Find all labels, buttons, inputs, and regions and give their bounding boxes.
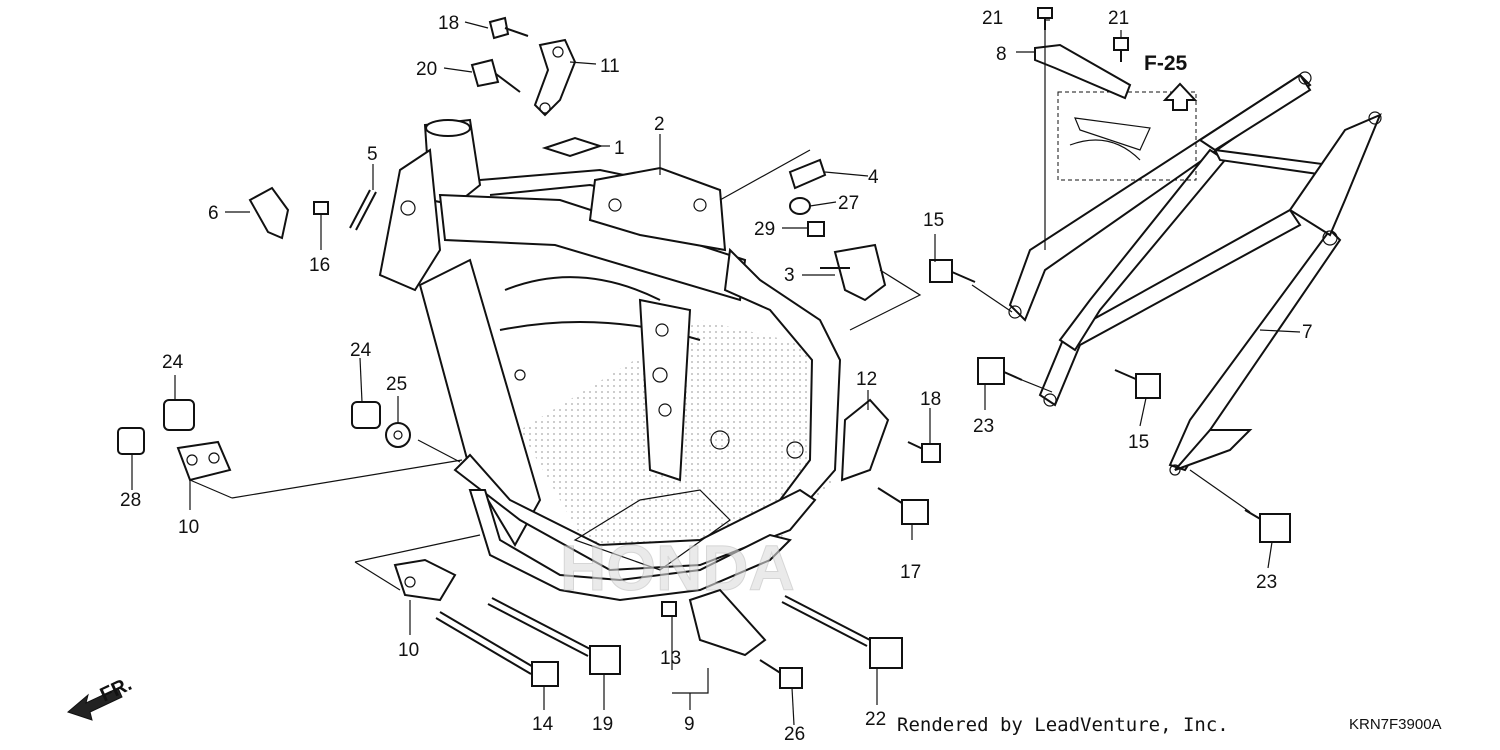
callout-14: 14 <box>532 714 554 735</box>
bolt-19 <box>487 597 621 675</box>
nut-24-center <box>351 401 381 429</box>
part-1-label-plate <box>541 136 604 158</box>
callout-10-left: 10 <box>178 517 199 538</box>
part-27-grommet <box>789 197 811 215</box>
bolt-15-right <box>1114 369 1161 399</box>
part-29-nut <box>807 221 825 237</box>
callout-6: 6 <box>208 203 219 224</box>
callout-13: 13 <box>660 648 681 669</box>
bolt-21-right <box>1113 37 1129 62</box>
front-direction-arrow: FR. <box>67 673 135 721</box>
bolt-23-right <box>1244 509 1291 543</box>
callout-4: 4 <box>868 167 879 188</box>
callout-16: 16 <box>309 255 330 276</box>
callout-19: 19 <box>592 714 613 735</box>
callout-5: 5 <box>367 144 378 165</box>
callout-27: 27 <box>838 193 859 214</box>
bolt-23-left <box>977 357 1023 385</box>
bolt-18-top <box>488 16 529 40</box>
bolt-26 <box>759 659 803 689</box>
bolt-21-left <box>1037 7 1053 30</box>
callout-3: 3 <box>784 265 795 286</box>
callout-12: 12 <box>856 369 877 390</box>
callout-11: 11 <box>600 56 620 77</box>
callout-1: 1 <box>614 138 625 159</box>
callout-24-left: 24 <box>162 352 184 373</box>
main-frame: HONDA <box>378 118 842 605</box>
callout-18-top: 18 <box>438 13 459 34</box>
part-12-plate <box>840 398 890 482</box>
washer-25 <box>385 422 411 448</box>
left-mount-bracket-10 <box>176 440 232 482</box>
part-8-clamp <box>1034 43 1132 100</box>
callout-numbers: 18 20 11 1 2 5 6 16 4 27 29 3 12 18 17 2… <box>120 8 1313 745</box>
callout-23-right: 23 <box>1256 572 1277 593</box>
reference-f25: F-25 <box>1144 52 1188 75</box>
callout-26: 26 <box>784 724 805 745</box>
part-11-bracket <box>533 38 577 117</box>
part-3-bracket <box>820 243 887 302</box>
part-10-lower-bracket <box>393 558 457 602</box>
callout-15-left: 15 <box>923 210 944 231</box>
part-6-bracket <box>248 186 290 240</box>
nut-24-left <box>163 399 195 431</box>
render-credit: Rendered by LeadVenture, Inc. <box>897 714 1229 736</box>
svg-text:HONDA: HONDA <box>560 532 795 604</box>
part-16-nut <box>313 201 329 215</box>
leader-lines <box>131 19 1301 726</box>
f25-inset <box>1057 82 1198 181</box>
callout-7: 7 <box>1302 322 1313 343</box>
diagram-code: KRN7F3900A <box>1349 716 1442 733</box>
callout-17: 17 <box>900 562 921 583</box>
callout-21-left: 21 <box>982 8 1003 29</box>
callout-21-right: 21 <box>1108 8 1129 29</box>
nut-28 <box>117 427 145 455</box>
part-9-guard <box>661 588 767 657</box>
callout-15-right: 15 <box>1128 432 1149 453</box>
bolt-15-left <box>929 259 976 283</box>
callout-22: 22 <box>865 709 886 730</box>
bolt-20 <box>470 58 521 93</box>
bolt-17 <box>877 487 929 525</box>
part-5-stud <box>349 189 377 231</box>
callout-29: 29 <box>754 219 775 240</box>
callout-24-center: 24 <box>350 340 372 361</box>
callout-23-left: 23 <box>973 416 994 437</box>
callout-18-right: 18 <box>920 389 941 410</box>
callout-10-lower: 10 <box>398 640 419 661</box>
part-4-clip <box>788 158 827 190</box>
callout-25: 25 <box>386 374 407 395</box>
bolt-18-right <box>907 441 941 463</box>
bolt-14 <box>435 611 559 687</box>
subframe <box>1008 71 1382 476</box>
bolt-22 <box>781 595 903 669</box>
callout-8: 8 <box>996 44 1007 65</box>
callout-28: 28 <box>120 490 141 511</box>
callout-9: 9 <box>684 714 695 735</box>
callout-2: 2 <box>654 114 665 135</box>
callout-20: 20 <box>416 59 437 80</box>
